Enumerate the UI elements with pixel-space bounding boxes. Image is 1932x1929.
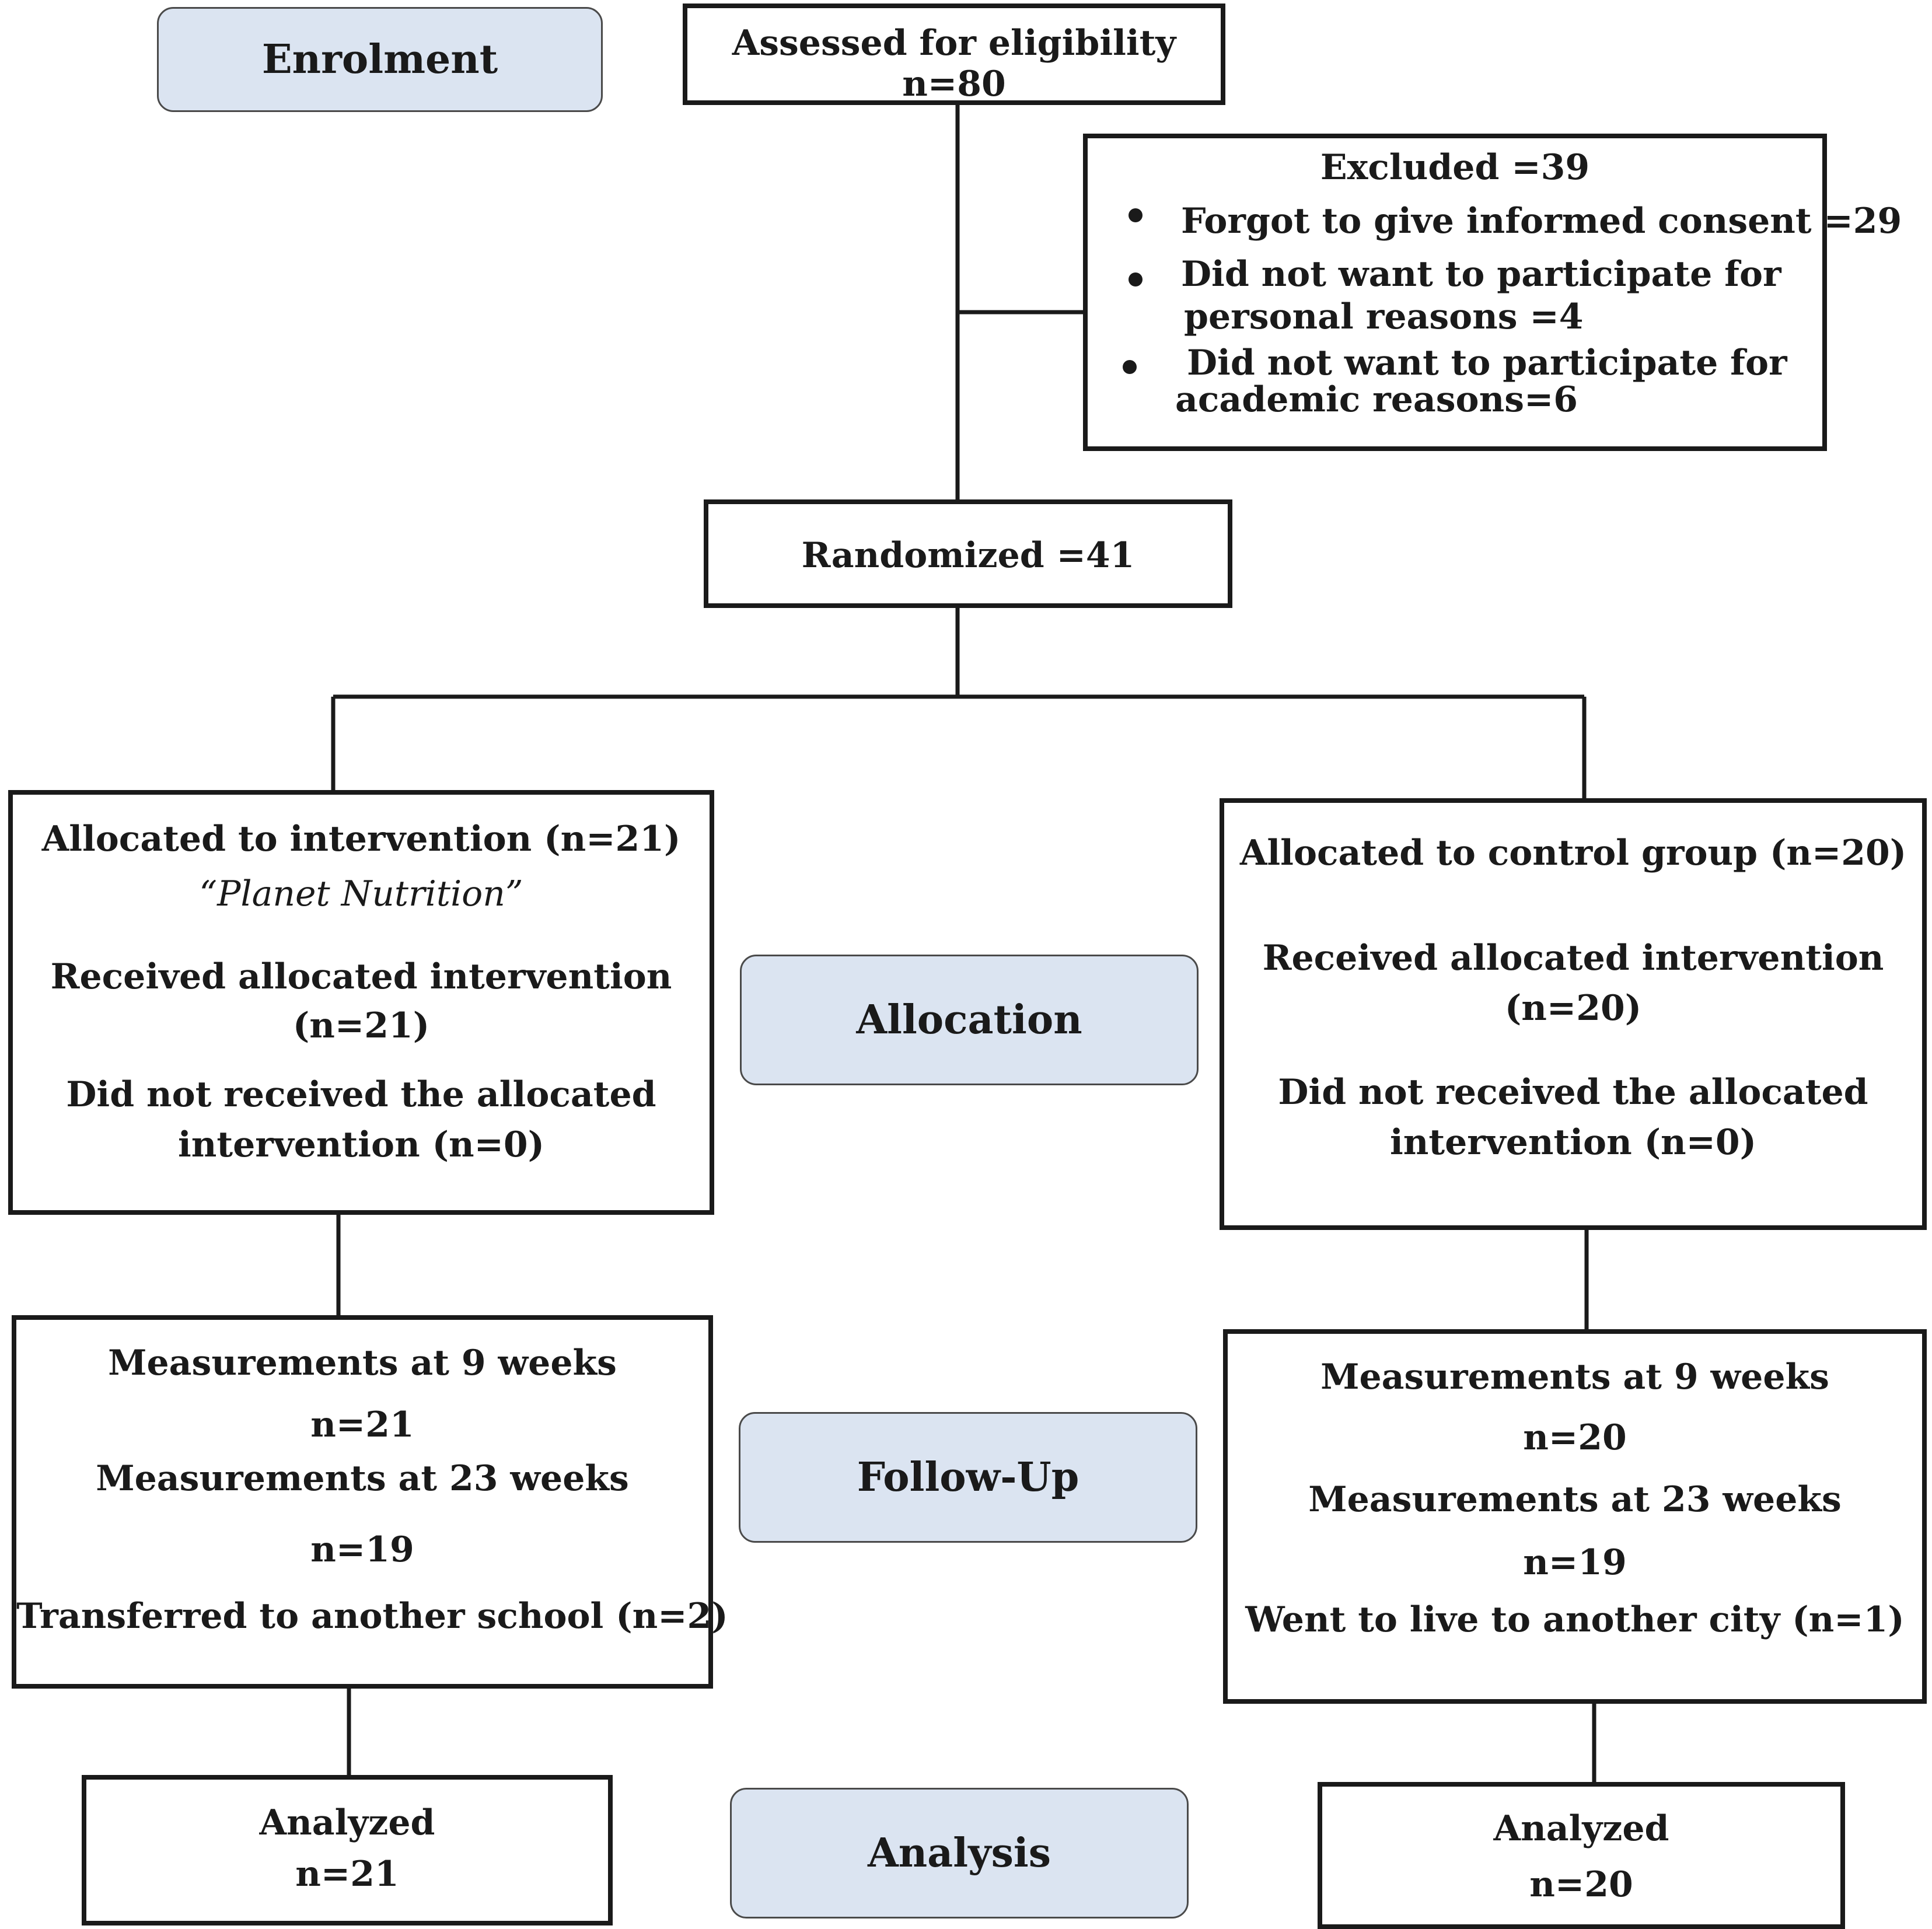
excluded-box: Excluded =39 Forgot to give informed con… [1083,134,1902,451]
randomized-label: Randomized =41 [801,535,1135,576]
intervention-allocation-box: Allocated to intervention (n=21) “Planet… [8,790,714,1215]
control-not-received-line2: intervention (n=0) [1389,1122,1757,1163]
intervention-measure-23w-count: n=19 [310,1529,414,1570]
intervention-program-name: “Planet Nutrition” [199,873,523,914]
bullet-icon [1129,272,1143,286]
excluded-item-personal-line2: personal reasons =4 [1184,296,1584,337]
stage-allocation-label: Allocation [856,997,1082,1043]
control-followup-box: Measurements at 9 weeks n=20 Measurement… [1223,1329,1927,1704]
control-allocated: Allocated to control group (n=20) [1239,833,1907,873]
bullet-icon [1129,208,1143,222]
control-analyzed-label: Analyzed [1493,1808,1669,1849]
intervention-allocated: Allocated to intervention (n=21) [41,819,681,859]
excluded-item-academic-line2: academic reasons=6 [1175,379,1578,420]
eligibility-count: n=80 [902,64,1006,104]
control-lost-followup: Went to live to another city (n=1) [1245,1599,1905,1640]
control-measure-23w-count: n=19 [1523,1542,1627,1583]
control-analyzed-box: Analyzed n=20 [1318,1782,1845,1929]
excluded-item-academic-line1: Did not want to participate for [1187,343,1787,383]
stage-analysis: Analysis [730,1788,1189,1918]
intervention-measure-23w: Measurements at 23 weeks [96,1458,629,1499]
excluded-item-personal-line1: Did not want to participate for [1181,254,1781,295]
stage-follow-up-label: Follow-Up [857,1454,1079,1501]
excluded-item-consent: Forgot to give informed consent =29 [1181,201,1902,242]
control-allocation-box: Allocated to control group (n=20) Receiv… [1220,798,1927,1230]
intervention-lost-followup: Transferred to another school (n=2) [16,1596,728,1637]
randomized-box: Randomized =41 [704,499,1232,608]
control-received-count: (n=20) [1504,988,1642,1029]
stage-enrolment-label: Enrolment [261,36,498,83]
stage-analysis-label: Analysis [867,1830,1051,1876]
control-received-line1: Received allocated intervention [1262,938,1884,979]
intervention-measure-9w: Measurements at 9 weeks [108,1343,617,1383]
intervention-measure-9w-count: n=21 [310,1404,414,1445]
control-analyzed-count: n=20 [1529,1864,1633,1905]
intervention-received-line1: Received allocated intervention [50,956,672,997]
control-measure-9w-count: n=20 [1523,1417,1627,1458]
intervention-analyzed-box: Analyzed n=21 [82,1775,613,1925]
intervention-followup-box: Measurements at 9 weeks n=21 Measurement… [12,1315,728,1689]
intervention-received-count: (n=21) [292,1005,430,1046]
control-measure-9w: Measurements at 9 weeks [1320,1357,1829,1397]
bullet-icon [1123,360,1137,374]
stage-follow-up: Follow-Up [739,1412,1197,1543]
eligibility-line1: Assessed for eligibility [732,23,1176,64]
intervention-not-received-line1: Did not received the allocated [66,1074,656,1115]
intervention-analyzed-count: n=21 [295,1854,399,1895]
control-measure-23w: Measurements at 23 weeks [1308,1479,1842,1520]
excluded-title: Excluded =39 [1320,147,1590,188]
stage-enrolment: Enrolment [157,7,603,112]
eligibility-box: Assessed for eligibility n=80 [683,4,1225,105]
stage-allocation: Allocation [740,955,1199,1085]
intervention-not-received-line2: intervention (n=0) [177,1124,545,1165]
intervention-analyzed-label: Analyzed [259,1802,435,1843]
control-not-received-line1: Did not received the allocated [1278,1072,1868,1113]
